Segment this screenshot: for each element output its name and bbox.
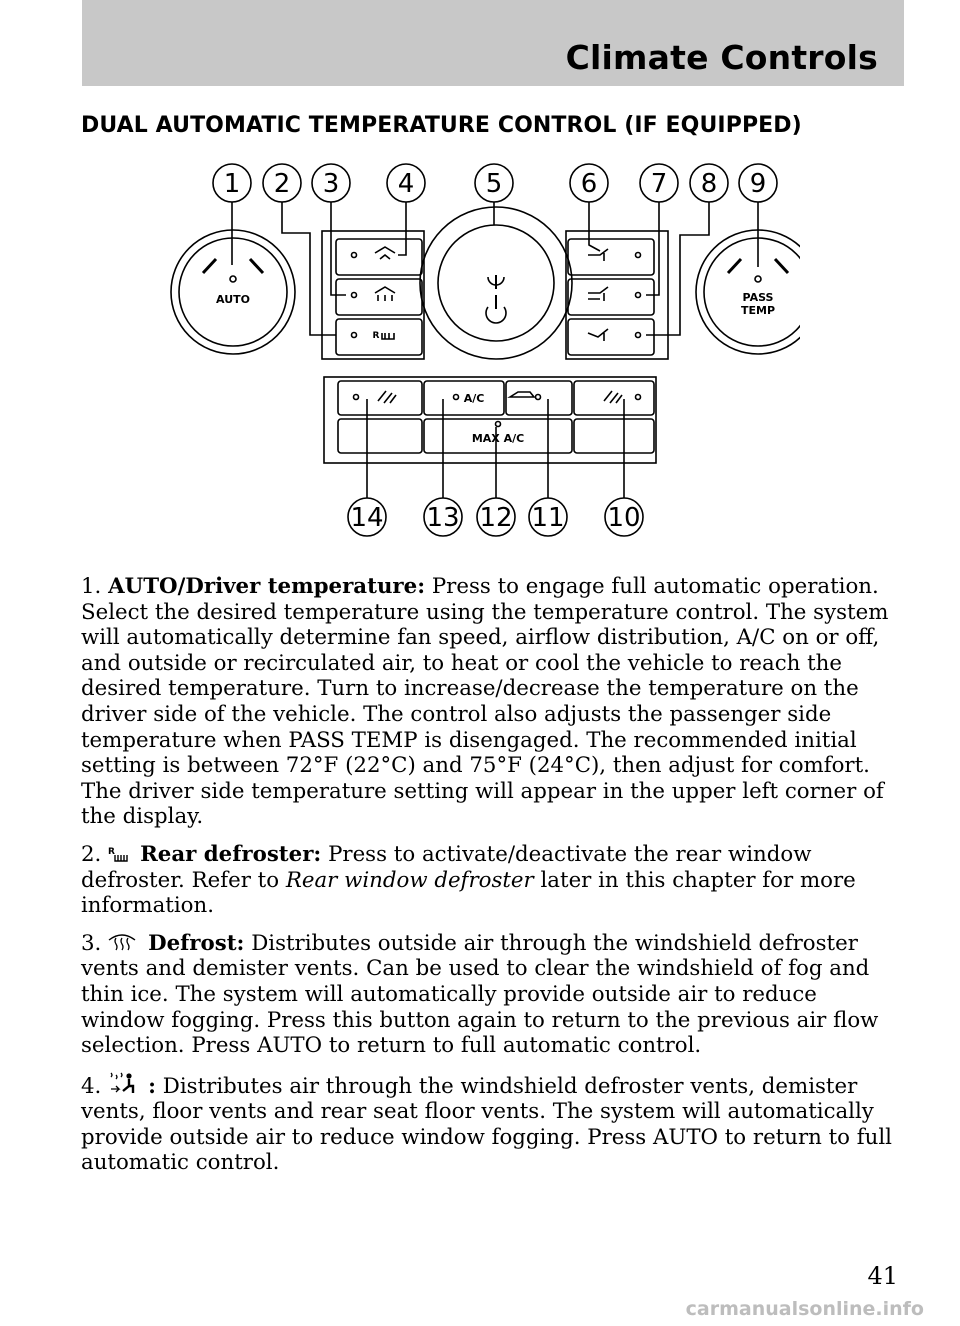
bottom-button-panel xyxy=(323,376,657,464)
watermark: carmanualsonline.info xyxy=(685,1298,924,1320)
callout-2: 2 xyxy=(274,169,291,199)
item-3: 3. Defrost: Distributes outside air thro… xyxy=(81,930,879,1059)
rear-r-label: R xyxy=(373,331,380,341)
fan-knob-outer xyxy=(419,206,573,360)
callout-12: 12 xyxy=(479,503,512,533)
defrost-floor-icon xyxy=(110,1072,135,1093)
windshield-defrost-icon xyxy=(108,934,136,951)
auto-label: AUTO xyxy=(216,293,250,306)
right-button-panel xyxy=(565,230,669,360)
item-2: 2.R Rear defroster: Press to activate/de… xyxy=(81,841,856,919)
body-text: 1. AUTO/Driver temperature: Press to eng… xyxy=(81,574,907,1188)
climate-control-diagram: 1 2 3 4 5 6 7 8 9 14 13 12 11 10 AUTO PA… xyxy=(170,163,800,537)
callout-14: 14 xyxy=(350,503,383,533)
callout-6: 6 xyxy=(581,169,598,199)
callout-13: 13 xyxy=(426,503,459,533)
fan-knob-inner xyxy=(437,224,555,342)
callout-7: 7 xyxy=(651,169,668,199)
rear-defroster-icon: R xyxy=(108,847,129,862)
callout-11: 11 xyxy=(531,503,564,533)
temp-label: TEMP xyxy=(741,304,775,317)
header-bar: Climate Controls xyxy=(82,0,904,86)
page-number: 41 xyxy=(867,1262,898,1290)
auto-knob-outer xyxy=(170,229,296,355)
item-4: 4. : Distributes air through the windshi… xyxy=(81,1071,907,1176)
callout-4: 4 xyxy=(398,169,415,199)
callout-8: 8 xyxy=(701,169,718,199)
callout-5: 5 xyxy=(486,169,503,199)
item-1: 1. AUTO/Driver temperature: Press to eng… xyxy=(81,574,889,830)
callout-3: 3 xyxy=(323,169,340,199)
callout-1: 1 xyxy=(224,169,241,199)
section-title: DUAL AUTOMATIC TEMPERATURE CONTROL (IF E… xyxy=(81,113,802,138)
chapter-title: Climate Controls xyxy=(565,38,878,77)
pass-label: PASS xyxy=(743,291,774,304)
svg-text:R: R xyxy=(108,847,115,857)
callout-9: 9 xyxy=(750,169,767,199)
callout-10: 10 xyxy=(607,503,640,533)
max-ac-label: MAX A/C xyxy=(472,432,524,445)
auto-knob-inner xyxy=(178,237,288,347)
ac-label: A/C xyxy=(464,392,485,405)
left-button-panel xyxy=(321,230,425,360)
